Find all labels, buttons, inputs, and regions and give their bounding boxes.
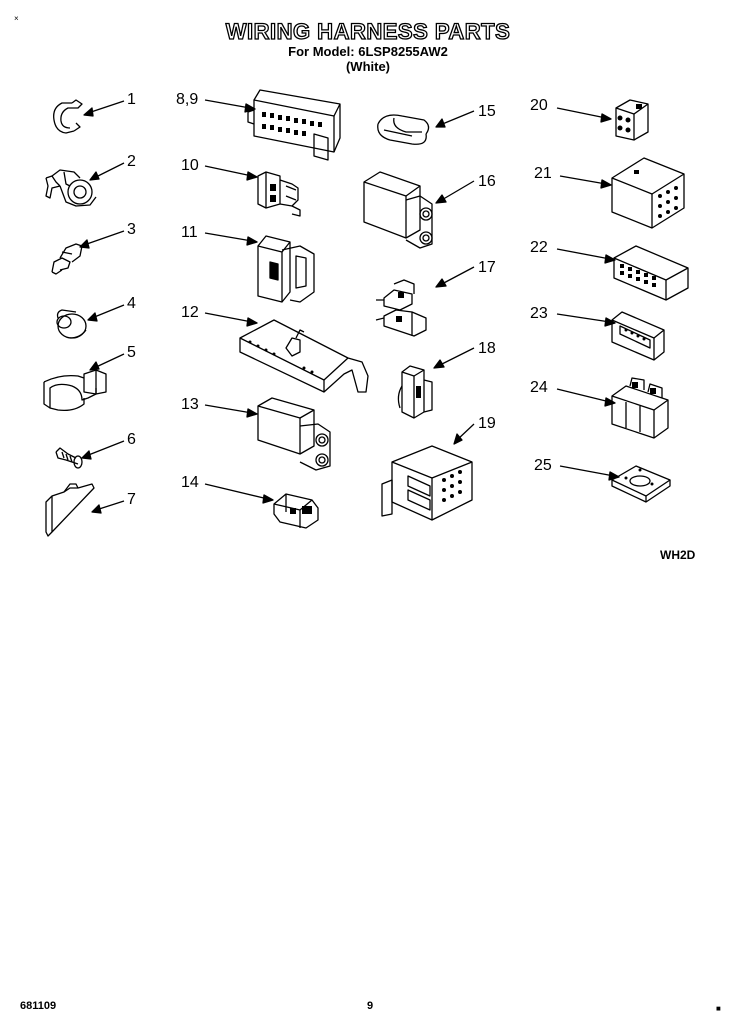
- corner-mark: ×: [14, 14, 19, 23]
- callout-17: 17: [478, 259, 496, 276]
- callout-23: 23: [530, 305, 548, 322]
- part-20-cube: [615, 99, 649, 141]
- callout-1: 1: [127, 91, 136, 108]
- callout-19: 19: [478, 415, 496, 432]
- part-13-housing: [257, 397, 331, 471]
- part-23-rail: [611, 311, 665, 361]
- page-number: 9: [367, 1000, 374, 1012]
- part-8-9-connector: [247, 89, 341, 161]
- part-7-strip: [45, 483, 95, 537]
- callout-12: 12: [181, 304, 199, 321]
- part-4-grommet: [56, 309, 87, 339]
- part-1-wire-clip: [53, 99, 83, 134]
- callout-18: 18: [478, 340, 496, 357]
- part-14-plug: [273, 493, 319, 529]
- part-3-bracket-clip: [51, 243, 83, 275]
- part-5-saddle-clamp: [43, 369, 107, 412]
- part-25-plate: [611, 465, 671, 503]
- part-16-housing: [363, 171, 433, 249]
- part-6-screw: [55, 447, 83, 469]
- callout-2: 2: [127, 153, 136, 170]
- model-line: For Model: 6LSP8255AW2: [288, 44, 448, 59]
- callout-5: 5: [127, 344, 136, 361]
- part-21-cube: [611, 157, 685, 229]
- part-12-rail: [239, 319, 369, 393]
- callout-10: 10: [181, 157, 199, 174]
- callout-7: 7: [127, 491, 136, 508]
- callout-11: 11: [181, 224, 198, 241]
- doc-number: 681109: [20, 1000, 57, 1012]
- callout-14: 14: [181, 474, 199, 491]
- part-10-connector: [257, 171, 301, 217]
- callout-20: 20: [530, 97, 548, 114]
- callout-13: 13: [181, 396, 199, 413]
- page-title: WIRING HARNESS PARTS: [225, 18, 511, 44]
- part-2-snap-clip: [45, 169, 97, 207]
- callout-labels: 1 2 3 4 5 6 7 8,9 10 11 12 13 14 15 16 1…: [127, 91, 552, 508]
- corner-mark-bottom: ■: [716, 1004, 721, 1013]
- part-22-connector: [613, 245, 689, 301]
- part-11-housing: [257, 235, 315, 303]
- callout-15: 15: [478, 103, 496, 120]
- part-18-connector: [397, 365, 433, 419]
- part-17-terminal: [375, 279, 427, 337]
- diagram-code: WH2D: [660, 548, 696, 562]
- part-19-connector: [381, 445, 473, 521]
- callout-24: 24: [530, 379, 548, 396]
- callout-3: 3: [127, 221, 136, 238]
- callout-8-9: 8,9: [176, 91, 198, 108]
- callout-6: 6: [127, 431, 136, 448]
- color-line: (White): [345, 59, 391, 74]
- part-24-block: [611, 377, 669, 439]
- callout-4: 4: [127, 295, 136, 312]
- callout-21: 21: [534, 165, 552, 182]
- callout-16: 16: [478, 173, 496, 190]
- leader-lines: [79, 99, 620, 514]
- callout-25: 25: [534, 457, 552, 474]
- part-15-clip: [377, 114, 430, 145]
- callout-22: 22: [530, 239, 548, 256]
